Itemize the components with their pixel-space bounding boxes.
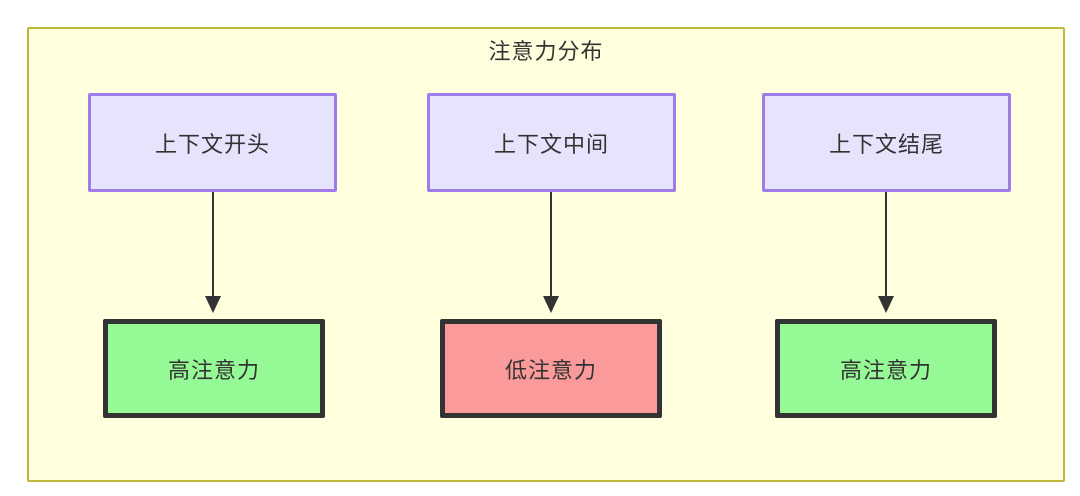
node-attention-high-start[interactable]: 高注意力 <box>103 319 325 418</box>
node-label: 上下文开头 <box>154 131 270 157</box>
node-label: 上下文中间 <box>493 131 609 157</box>
node-label: 低注意力 <box>504 357 597 383</box>
node-attention-high-end[interactable]: 高注意力 <box>775 319 997 418</box>
node-label: 高注意力 <box>167 357 260 383</box>
node-attention-low-middle[interactable]: 低注意力 <box>440 319 662 418</box>
node-context-start[interactable]: 上下文开头 <box>88 93 337 192</box>
subgraph-title: 注意力分布 <box>488 39 604 64</box>
node-context-end[interactable]: 上下文结尾 <box>762 93 1011 192</box>
node-label: 上下文结尾 <box>828 131 944 157</box>
node-label: 高注意力 <box>839 357 932 383</box>
node-context-middle[interactable]: 上下文中间 <box>427 93 676 192</box>
